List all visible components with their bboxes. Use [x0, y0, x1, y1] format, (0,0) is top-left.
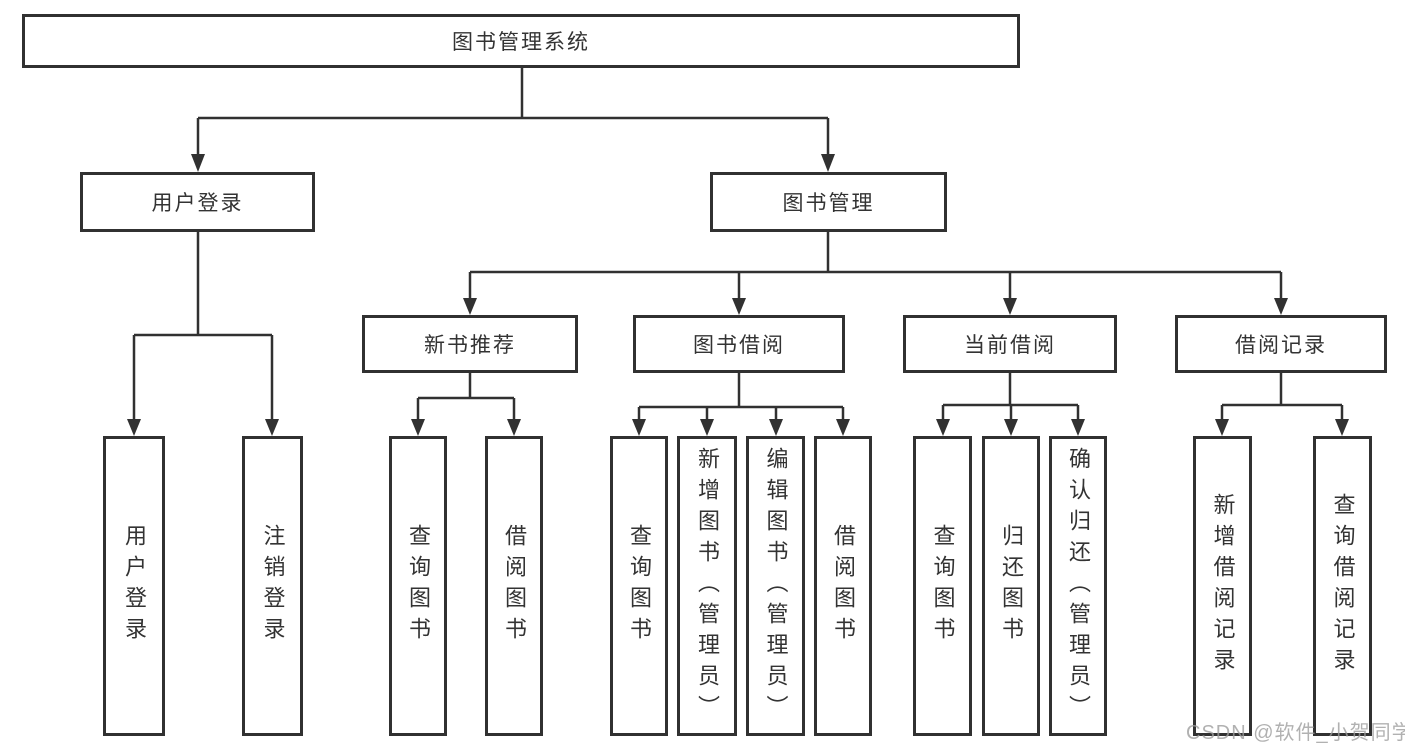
arrowhead [936, 419, 950, 436]
leaf-query-books-borrow: 查询图书 [610, 436, 668, 736]
tree-edges [132, 68, 1344, 420]
leaf-label: 确认归还（管理员） [1066, 446, 1091, 726]
leaf-edit-books-admin: 编辑图书（管理员） [746, 436, 805, 736]
leaf-label: 借阅图书 [831, 524, 856, 648]
arrowhead [1215, 419, 1229, 436]
node-label: 借阅记录 [1235, 334, 1327, 357]
arrowhead [507, 419, 521, 436]
arrowhead [191, 154, 205, 172]
arrowhead [463, 298, 477, 315]
leaf-label: 用户登录 [122, 524, 147, 648]
leaf-label: 新增图书（管理员） [695, 446, 720, 726]
node-label: 图书管理 [782, 192, 875, 215]
arrowhead [265, 419, 279, 436]
leaf-label: 查询图书 [627, 524, 652, 648]
leaf-confirm-return-admin: 确认归还（管理员） [1049, 436, 1107, 736]
leaf-label: 查询图书 [930, 524, 956, 648]
node-book-borrow: 图书借阅 [633, 315, 845, 373]
leaf-label: 编辑图书（管理员） [763, 446, 789, 726]
arrowhead [836, 419, 850, 436]
node-label: 图书管理系统 [452, 31, 590, 54]
csdn-watermark: CSDN @软件_小贺同学 [1186, 722, 1405, 744]
leaf-label: 新增借阅记录 [1210, 493, 1236, 679]
arrowhead [821, 154, 835, 172]
arrowhead [769, 419, 783, 436]
leaf-add-books-admin: 新增图书（管理员） [677, 436, 737, 736]
node-label: 新书推荐 [424, 334, 516, 357]
leaf-borrow-books-recommend: 借阅图书 [485, 436, 543, 736]
leaf-query-books-recommend: 查询图书 [389, 436, 447, 736]
arrowhead [1003, 298, 1017, 315]
node-new-book-recommend: 新书推荐 [362, 315, 578, 373]
leaf-label: 归还图书 [999, 524, 1024, 648]
node-label: 当前借阅 [964, 334, 1056, 357]
node-root-system: 图书管理系统 [22, 14, 1020, 68]
node-current-borrow: 当前借阅 [903, 315, 1117, 373]
leaf-label: 注销登录 [260, 524, 286, 648]
arrowhead [1274, 298, 1288, 315]
leaf-borrow-books: 借阅图书 [814, 436, 872, 736]
leaf-label: 查询借阅记录 [1330, 493, 1356, 679]
leaf-logout: 注销登录 [242, 436, 303, 736]
arrowhead [127, 419, 141, 436]
arrowhead [1071, 419, 1085, 436]
leaf-return-books: 归还图书 [982, 436, 1040, 736]
leaf-user-login: 用户登录 [103, 436, 165, 736]
arrowhead [411, 419, 425, 436]
arrowhead [732, 298, 746, 315]
leaf-add-borrow-record: 新增借阅记录 [1193, 436, 1252, 736]
leaf-query-books-current: 查询图书 [913, 436, 972, 736]
node-borrow-record: 借阅记录 [1175, 315, 1387, 373]
arrowhead [700, 419, 714, 436]
leaf-label: 借阅图书 [502, 524, 527, 648]
arrowhead [1335, 419, 1349, 436]
node-book-management-branch: 图书管理 [710, 172, 947, 232]
node-label: 图书借阅 [693, 334, 785, 357]
leaf-query-borrow-record: 查询借阅记录 [1313, 436, 1372, 736]
arrowheads [127, 154, 1349, 436]
node-label: 用户登录 [151, 192, 244, 215]
arrowhead [1004, 419, 1018, 436]
leaf-label: 查询图书 [406, 524, 431, 648]
node-user-login-branch: 用户登录 [80, 172, 315, 232]
arrowhead [632, 419, 646, 436]
